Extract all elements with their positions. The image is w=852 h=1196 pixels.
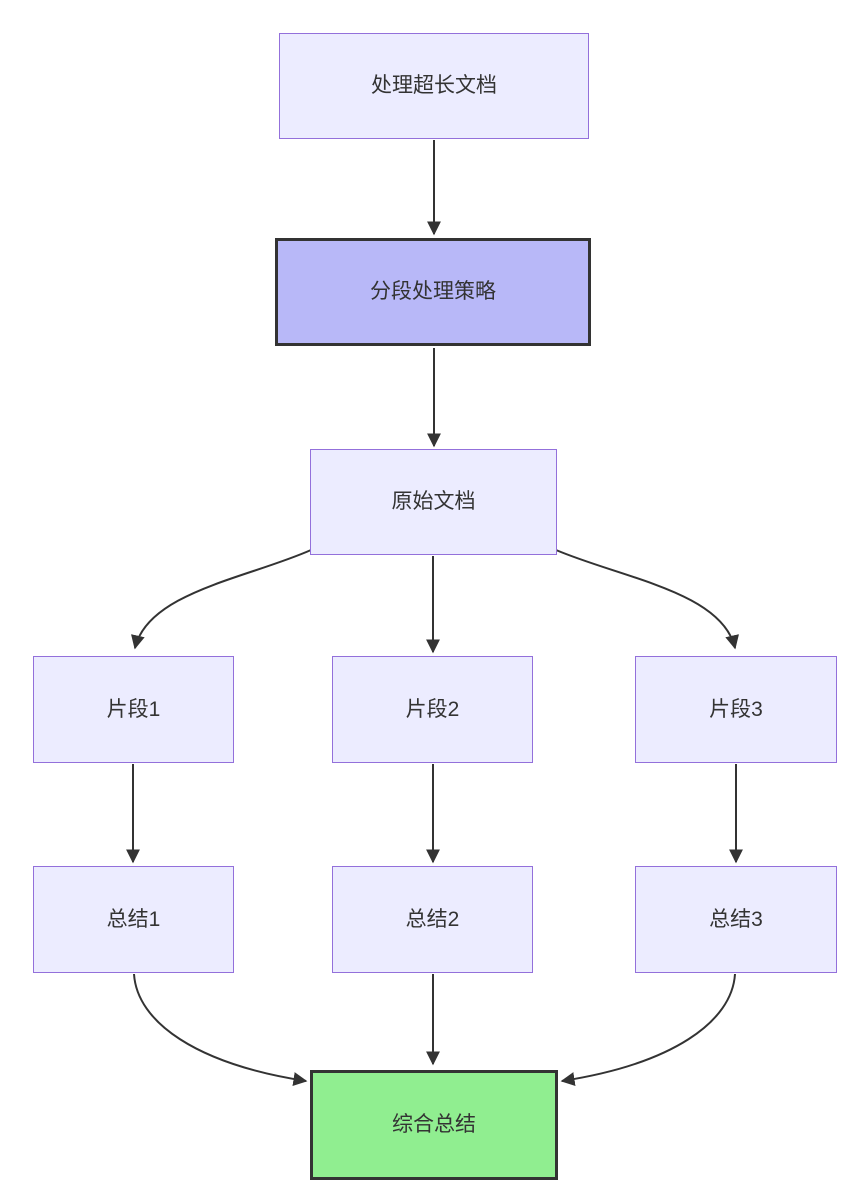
node-segment-2: 片段2 [332,656,533,763]
node-label: 综合总结 [392,1113,476,1137]
node-process-long-document: 处理超长文档 [279,33,589,139]
edge-original-seg1 [131,549,312,650]
edge-sum3-final [560,973,736,1086]
node-combined-summary: 综合总结 [310,1070,558,1180]
node-segment-3: 片段3 [635,656,837,763]
node-label: 片段1 [106,697,161,721]
node-summary-3: 总结3 [635,866,837,973]
node-summary-2: 总结2 [332,866,533,973]
node-label: 总结3 [709,907,763,931]
node-segment-1: 片段1 [33,656,234,763]
node-label: 总结2 [405,907,460,931]
node-label: 片段3 [709,697,763,721]
edge-sum1-final [133,973,308,1086]
node-label: 处理超长文档 [371,74,497,98]
node-label: 片段2 [405,697,460,721]
node-summary-1: 总结1 [33,866,234,973]
node-label: 总结1 [106,907,161,931]
node-original-document: 原始文档 [310,449,557,555]
node-segmentation-strategy: 分段处理策略 [275,238,591,346]
node-label: 分段处理策略 [370,280,496,304]
node-label: 原始文档 [391,490,476,514]
edge-original-seg3 [555,549,739,650]
